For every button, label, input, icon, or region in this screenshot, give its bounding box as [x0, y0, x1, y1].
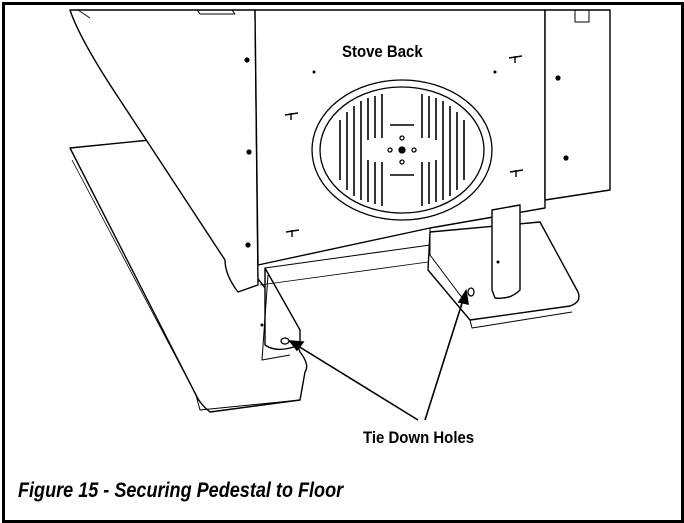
right-tie-down-hole	[467, 287, 475, 297]
stove-back-label: Stove Back	[342, 42, 423, 61]
tie-down-holes-label: Tie Down Holes	[363, 428, 475, 447]
figure-caption: Figure 15 - Securing Pedestal to Floor	[18, 479, 344, 502]
stove-left-side	[69, 9, 259, 293]
stove-right-side	[544, 9, 611, 201]
left-pedestal-foot	[69, 139, 308, 413]
vent-grille-icon	[311, 79, 493, 221]
left-tie-down-hole	[280, 337, 290, 345]
arrow-icon	[288, 288, 469, 421]
right-pedestal-leg	[491, 204, 521, 300]
fastener-dots	[244, 57, 569, 327]
